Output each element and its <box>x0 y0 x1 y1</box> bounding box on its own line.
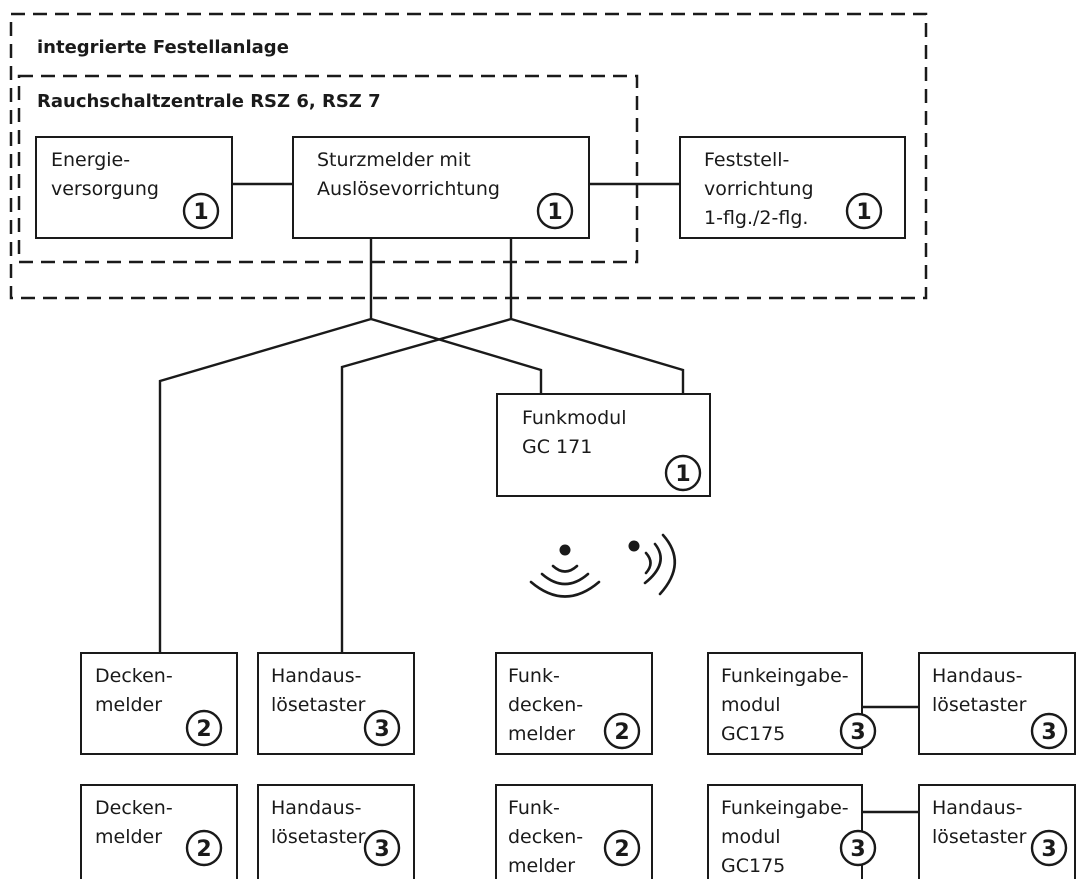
badge-number: 3 <box>1041 837 1056 862</box>
box-label-line: modul <box>721 694 781 716</box>
badge-circle <box>845 192 883 230</box>
wireless-signal-icon <box>529 533 677 598</box>
badge-circle <box>185 709 223 747</box>
badge-number: 3 <box>850 720 865 745</box>
box-frame <box>292 136 590 239</box>
box-label-line: Funk- <box>508 797 560 819</box>
box-funkdecken-2: Funk-decken-melder 2 <box>495 784 653 879</box>
control-unit-label: Rauchschaltzentrale RSZ 6, RSZ 7 <box>37 91 381 112</box>
badge-circle <box>1030 712 1068 750</box>
connection-lines <box>158 182 919 814</box>
box-label-line: lösetaster <box>932 694 1027 716</box>
control-unit-boundary <box>17 74 639 264</box>
badge-number: 2 <box>614 837 629 862</box>
badge-number: 1 <box>547 200 562 225</box>
box-hand-r1: Handaus-lösetaster 3 <box>918 652 1076 755</box>
badge-circle <box>603 829 641 867</box>
box-label-line: Funk- <box>508 665 560 687</box>
badge-number: 3 <box>850 837 865 862</box>
badge-number: 3 <box>1041 720 1056 745</box>
box-funkmodul: Funkmodul GC 171 1 <box>496 393 711 497</box>
box-label-line: Funkmodul <box>522 407 627 429</box>
badge-number: 1 <box>856 200 871 225</box>
box-label-line: melder <box>95 826 162 848</box>
badge-number: 1 <box>193 200 208 225</box>
badge-circle <box>182 192 220 230</box>
badge-circle <box>363 829 401 867</box>
box-funkdecken-1: Funk-decken-melder 2 <box>495 652 653 755</box>
box-label-line: Handaus- <box>271 797 361 819</box>
box-label-line: 1-flg./2-flg. <box>704 207 808 229</box>
badge-number: 2 <box>196 837 211 862</box>
badge-number: 1 <box>675 462 690 487</box>
box-label-line: versorgung <box>51 178 159 200</box>
badge-circle <box>185 829 223 867</box>
box-label-line: decken- <box>508 694 583 716</box>
box-label-line: GC175 <box>721 855 785 877</box>
box-decken-1: Decken-melder 2 <box>80 652 238 755</box>
box-label-line: vorrichtung <box>704 178 814 200</box>
box-label-line: Handaus- <box>271 665 361 687</box>
box-label-line: Handaus- <box>932 665 1022 687</box>
box-label-line: GC175 <box>721 723 785 745</box>
badge-number: 3 <box>374 837 389 862</box>
badge-circle <box>536 192 574 230</box>
box-label-line: Sturzmelder mit <box>317 149 471 171</box>
integrated-system-label: integrierte Festellanlage <box>37 37 289 58</box>
box-label-line: Funkeingabe- <box>721 665 849 687</box>
box-label-line: lösetaster <box>271 826 366 848</box>
box-label-line: lösetaster <box>271 694 366 716</box>
box-decken-2: Decken-melder 2 <box>80 784 238 879</box>
box-frame <box>707 652 863 755</box>
box-label-line: Decken- <box>95 797 173 819</box>
box-label-line: Energie- <box>51 149 130 171</box>
box-energie: Energie-versorgung 1 <box>35 136 233 239</box>
box-label-line: melder <box>508 723 575 745</box>
box-label-line: Feststell- <box>704 149 789 171</box>
box-label-line: lösetaster <box>932 826 1027 848</box>
box-hand-r2: Handaus-lösetaster 3 <box>918 784 1076 879</box>
badge-number: 2 <box>614 720 629 745</box>
badge-number: 3 <box>374 717 389 742</box>
box-label-line: modul <box>721 826 781 848</box>
box-label-line: GC 171 <box>522 436 592 458</box>
box-label-line: Funkeingabe- <box>721 797 849 819</box>
box-feststell: Feststell-vorrichtung 1-flg./2-flg. 1 <box>679 136 906 239</box>
box-label-line: Decken- <box>95 665 173 687</box>
badge-circle <box>664 454 702 492</box>
badge-circle <box>839 712 877 750</box>
badge-circle <box>839 829 877 867</box>
box-label-line: decken- <box>508 826 583 848</box>
badge-number: 2 <box>196 717 211 742</box>
badge-circle <box>363 709 401 747</box>
box-hand-2: Handaus-lösetaster 3 <box>257 784 415 879</box>
badge-circle <box>603 712 641 750</box>
box-hand-1: Handaus-lösetaster 3 <box>257 652 415 755</box>
box-label-line: Handaus- <box>932 797 1022 819</box>
badge-circle <box>1030 829 1068 867</box>
box-label-line: melder <box>508 855 575 877</box>
box-label-line: melder <box>95 694 162 716</box>
box-label-line: Auslösevorrichtung <box>317 178 500 200</box>
integrated-system-boundary <box>9 12 928 300</box>
